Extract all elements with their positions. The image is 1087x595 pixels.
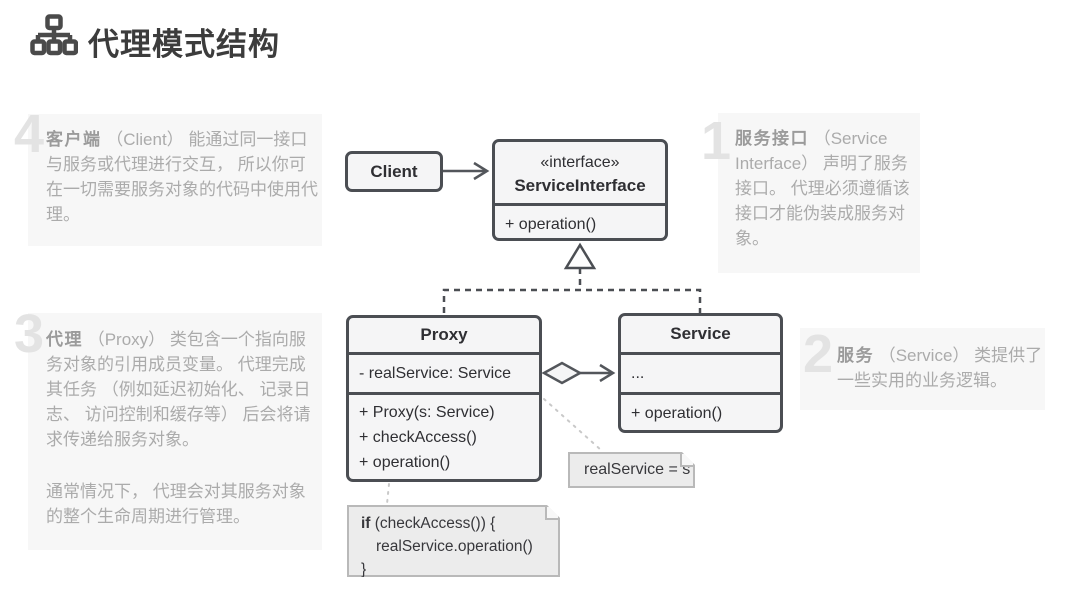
annotation-lead: 客户端 (46, 130, 102, 149)
class-name: Proxy (420, 325, 468, 344)
uml-class-proxy: Proxy - realService: Service + Proxy(s: … (346, 315, 542, 482)
annotation-block-service: 2 服务 （Service） 类提供了一些实用的业务逻辑。 (800, 324, 1045, 410)
annotation-number: 1 (701, 111, 732, 171)
annotation-body: （Service） 类提供了一些实用的业务逻辑。 (837, 346, 1043, 390)
class-name: ServiceInterface (514, 176, 646, 195)
code-line: realService.operation() (376, 538, 533, 555)
annotation-body: （Proxy） 类包含一个指向服务对象的引用成员变量。 代理完成其任务 （例如延… (46, 330, 311, 449)
class-method: + operation() (359, 454, 451, 471)
code-line: if (checkAccess()) { (361, 515, 496, 532)
annotation-number: 3 (14, 304, 45, 364)
uml-class-client: Client (345, 151, 443, 192)
class-method: + Proxy(s: Service) (359, 404, 495, 421)
annotation-body: （Client） 能通过同一接口与服务或代理进行交互， 所以你可在一切需要服务对… (46, 130, 318, 224)
annotation-block-service-interface: 1 服务接口 （Service Interface） 声明了服务接口。 代理必须… (701, 113, 920, 273)
annotation-body: （Service Interface） 声明了服务接口。 代理必须遵循该接口才能… (735, 129, 910, 248)
realization-dashed-lines (442, 268, 702, 313)
annotation-number: 2 (803, 324, 834, 384)
annotation-lead: 代理 (46, 330, 83, 349)
aggregation-association (541, 361, 616, 385)
annotation-lead: 服务 (837, 346, 874, 365)
page-title: 代理模式结构 (88, 27, 280, 62)
class-method: + operation() (621, 392, 780, 432)
annotation-lead: 服务接口 (735, 129, 809, 148)
annotation-number: 4 (14, 104, 45, 164)
class-field: - realService: Service (349, 352, 539, 392)
stereotype-label: «interface» (540, 154, 620, 171)
class-name: Service (670, 324, 731, 343)
class-field: ... (621, 352, 780, 392)
class-methods: + Proxy(s: Service) + checkAccess() + op… (349, 392, 539, 480)
realization-triangle (563, 242, 597, 270)
class-name: Client (370, 162, 418, 181)
code-keyword: if (361, 515, 371, 532)
uml-class-service: Service ... + operation() (618, 313, 783, 433)
class-method: + operation() (495, 203, 665, 243)
annotation-block-proxy: 3 代理 （Proxy） 类包含一个指向服务对象的引用成员变量。 代理完成其任务… (14, 307, 322, 550)
note-code-snippet: if (checkAccess()) { realService.operati… (347, 505, 560, 577)
structure-icon (30, 14, 78, 56)
class-method: + checkAccess() (359, 429, 477, 446)
client-to-interface-arrow (443, 161, 490, 181)
note-fold-corner (680, 454, 693, 467)
annotation-block-client: 4 客户端 （Client） 能通过同一接口与服务或代理进行交互， 所以你可在一… (14, 107, 322, 246)
annotation-body: 通常情况下， 代理会对其服务对象的整个生命周期进行管理。 (46, 482, 306, 526)
class-header: «interface» ServiceInterface (495, 142, 665, 203)
note-assignment: realService = s (568, 452, 695, 488)
note-fold-corner (545, 507, 558, 520)
code-line: } (361, 561, 367, 578)
uml-class-service-interface: «interface» ServiceInterface + operation… (492, 139, 668, 241)
note-text: realService = s (584, 461, 691, 478)
